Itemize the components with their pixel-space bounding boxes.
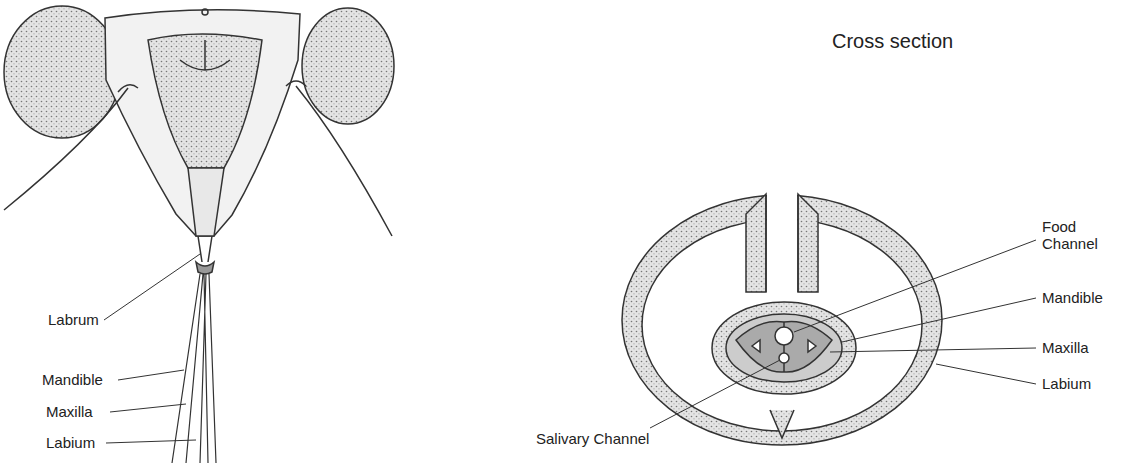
leader-line (936, 364, 1036, 384)
part-label: Labium (46, 434, 95, 451)
salivary-channel (779, 353, 789, 363)
leader-line (104, 254, 200, 320)
part-label: Maxilla (1042, 339, 1089, 356)
part-label: Labium (1042, 375, 1091, 392)
labrum-base (188, 168, 224, 236)
antenna (296, 86, 392, 236)
part-label: Labrum (48, 311, 99, 328)
part-label: Salivary Channel (536, 430, 649, 447)
stylet-knot (196, 262, 214, 274)
part-label: Maxilla (46, 403, 93, 420)
insect-head (4, 6, 394, 463)
leader-lines (104, 254, 200, 443)
leader-lines (650, 240, 1036, 428)
nerve-canal (752, 340, 816, 352)
ocellus (202, 9, 208, 15)
leader-line (110, 404, 186, 412)
leader-line (794, 240, 1036, 332)
antenna-socket (286, 81, 306, 86)
labrum (198, 236, 212, 262)
cross-section (622, 190, 942, 445)
clypeus (148, 34, 262, 168)
compound-eye (302, 8, 394, 124)
leader-line (106, 440, 196, 443)
groove-edges (766, 196, 798, 292)
leader-line (830, 348, 1036, 352)
stylet-bundle-outer (712, 302, 856, 394)
labium-ridge (770, 410, 794, 438)
part-label: Mandible (42, 371, 103, 388)
labial-groove (767, 190, 797, 294)
head-capsule (105, 10, 300, 236)
leader-line (118, 370, 184, 380)
part-label: Mandible (1042, 289, 1103, 306)
antenna (4, 88, 128, 210)
leader-line (842, 298, 1036, 342)
part-label: Food Channel (1042, 218, 1112, 253)
leader-line (650, 360, 780, 428)
mandible-ring (726, 314, 842, 382)
section-heading: Cross section (832, 30, 953, 53)
food-channel (775, 327, 793, 345)
suture-line (180, 40, 230, 70)
stylets (172, 274, 216, 463)
maxilla-pair (736, 321, 832, 372)
